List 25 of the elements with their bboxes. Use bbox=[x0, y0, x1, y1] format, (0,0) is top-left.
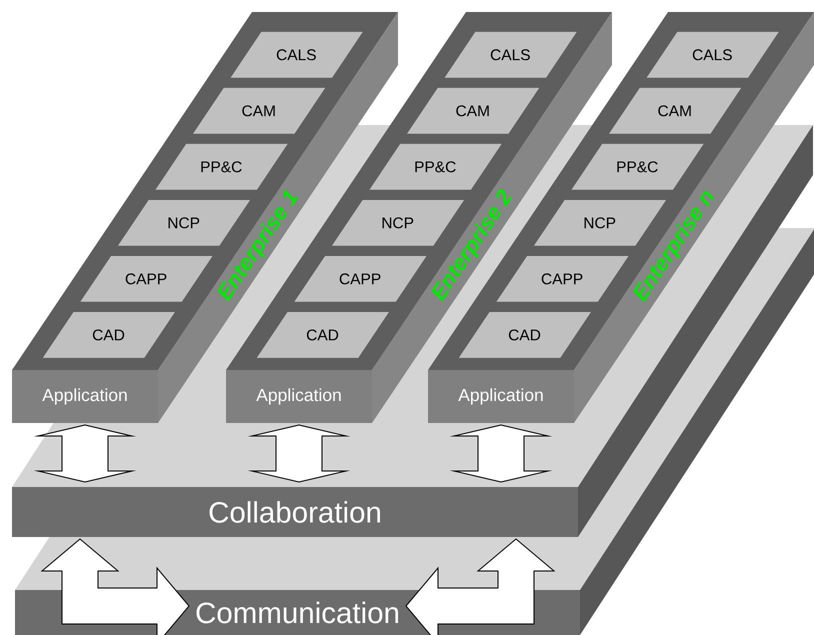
module-box: PP&C bbox=[571, 144, 704, 190]
module-box: NCP bbox=[118, 200, 250, 246]
module-box: CAD bbox=[458, 312, 591, 358]
module-box: CAM bbox=[407, 88, 540, 134]
module-box: NCP bbox=[534, 200, 666, 246]
module-box: CAM bbox=[609, 88, 742, 134]
module-box: CALS bbox=[444, 32, 577, 78]
application-face: Application bbox=[12, 370, 158, 423]
module-box: CAPP bbox=[294, 256, 427, 302]
module-box: CAM bbox=[193, 88, 326, 134]
application-face: Application bbox=[428, 370, 574, 423]
module-box: CALS bbox=[646, 32, 779, 78]
module-box: PP&C bbox=[369, 144, 502, 190]
module-box: CAPP bbox=[496, 256, 629, 302]
module-box: NCP bbox=[332, 200, 464, 246]
module-box: CALS bbox=[230, 32, 363, 78]
module-box: PP&C bbox=[155, 144, 288, 190]
layer-bar: Collaboration bbox=[12, 487, 578, 537]
double-arrow bbox=[34, 424, 136, 483]
module-box: CAPP bbox=[80, 256, 213, 302]
double-arrow bbox=[248, 424, 350, 483]
module-box: CAD bbox=[42, 312, 175, 358]
double-arrow bbox=[450, 424, 552, 483]
application-face: Application bbox=[226, 370, 372, 423]
module-box: CAD bbox=[256, 312, 389, 358]
